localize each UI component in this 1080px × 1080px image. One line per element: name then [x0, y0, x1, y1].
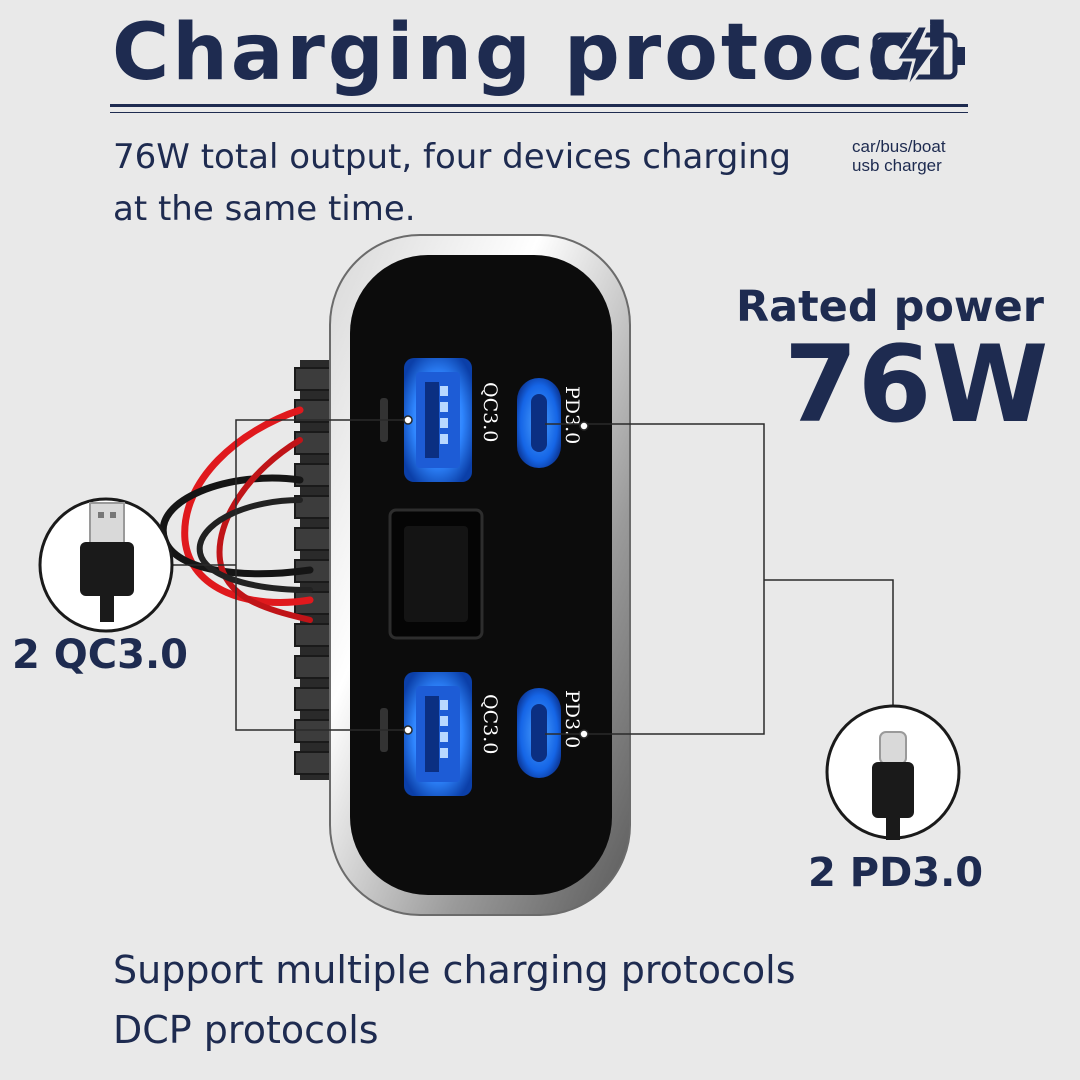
subtitle-line-1: 76W total output, four devices charging [113, 137, 791, 177]
usb-c-port-bottom [517, 688, 561, 778]
usb-a-port-bottom [404, 672, 472, 796]
subtitle: 76W total output, four devices charging … [113, 131, 813, 235]
title-rule-thick [110, 104, 968, 107]
protocol-support-line-2: DCP protocols [113, 1008, 379, 1052]
port-label-pd-bottom: PD3.0 [561, 690, 583, 748]
rated-power-value: 76W [784, 323, 1049, 446]
port-label-qc-top: QC3.0 [479, 382, 501, 442]
qc-port-count: 2 QC3.0 [12, 632, 188, 678]
usb-c-port-top [517, 378, 561, 468]
connector-lines [172, 415, 894, 739]
usb-c-plug-icon [825, 704, 961, 840]
usb-a-plug-icon [38, 497, 174, 633]
page-title: Charging protocol [112, 8, 954, 98]
power-switch [388, 508, 484, 640]
product-tag: car/bus/boat usb charger [852, 137, 946, 175]
title-rule-thin [110, 112, 968, 113]
protocol-support: Support multiple charging protocols DCP … [113, 940, 796, 1060]
usb-a-port-top [404, 358, 472, 482]
rated-power-label: Rated power [736, 282, 1045, 332]
port-label-pd-top: PD3.0 [561, 386, 583, 444]
product-tag-line-1: car/bus/boat [852, 137, 946, 156]
product-tag-line-2: usb charger [852, 156, 942, 175]
protocol-support-line-1: Support multiple charging protocols [113, 948, 796, 992]
pd-port-count: 2 PD3.0 [808, 850, 984, 896]
subtitle-line-2: at the same time. [113, 189, 416, 229]
port-label-qc-bottom: QC3.0 [479, 694, 501, 754]
